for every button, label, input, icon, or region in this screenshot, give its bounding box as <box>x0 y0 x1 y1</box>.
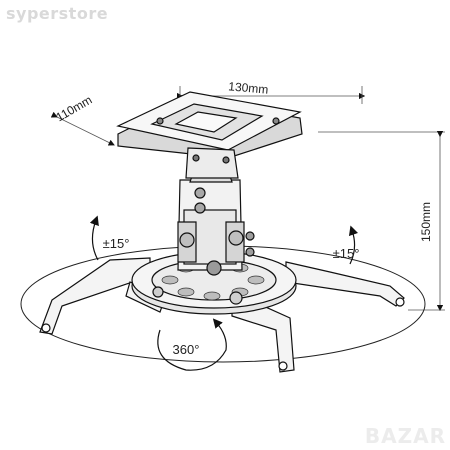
right-tilt-label: ±15° <box>333 246 360 261</box>
swivel-label: 360° <box>173 342 200 357</box>
rotation-arrows <box>89 215 359 371</box>
width-dimension-label: 130mm <box>228 79 269 96</box>
watermark-text: syperstore <box>6 4 109 23</box>
height-dimension-label: 150mm <box>419 202 433 242</box>
depth-dimension-label: 110mm <box>54 93 95 125</box>
mount-column <box>177 175 255 276</box>
ceiling-plate <box>116 91 303 179</box>
bazar-logo: BAZAR <box>364 424 446 448</box>
left-tilt-label: ±15° <box>103 236 130 251</box>
